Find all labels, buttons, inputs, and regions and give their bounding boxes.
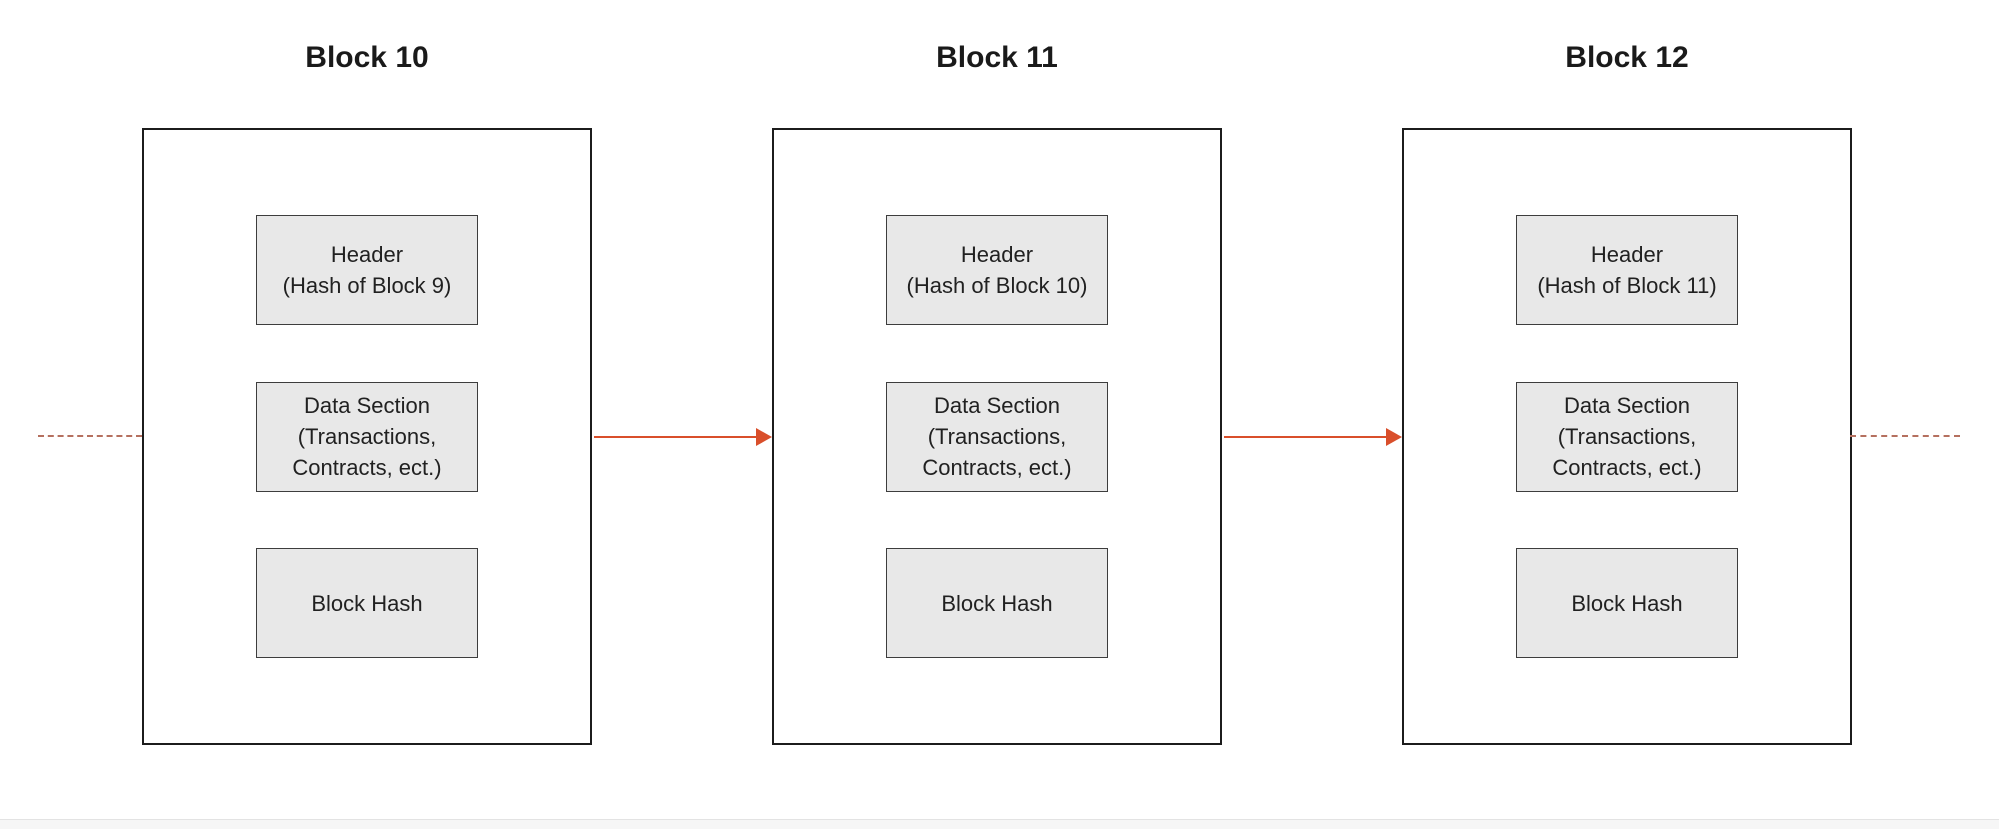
arrowhead-icon — [1386, 428, 1402, 446]
block-hash-box: Block Hash — [886, 548, 1108, 658]
arrowhead-icon — [756, 428, 772, 446]
box-line: Header — [1590, 242, 1664, 267]
block-group-12: Block 12 Header (Hash of Block 11) Data … — [1402, 0, 1852, 745]
block-hash-box: Block Hash — [1516, 548, 1738, 658]
box-line: (Hash of Block 11) — [1537, 273, 1717, 298]
box-line: Header — [960, 242, 1034, 267]
box-line: (Hash of Block 9) — [282, 273, 452, 298]
block-group-11: Block 11 Header (Hash of Block 10) Data … — [772, 0, 1222, 745]
box-line: Contracts, ect.) — [922, 455, 1072, 480]
dashed-chain-connector-left — [38, 435, 142, 437]
box-line: Block Hash — [941, 590, 1053, 616]
block-frame: Header (Hash of Block 10) Data Section (… — [772, 128, 1222, 745]
dashed-chain-connector-right — [1850, 435, 1960, 437]
box-line: Data Section — [304, 393, 430, 418]
bottom-page-divider — [0, 819, 1999, 829]
data-section-box: Data Section (Transactions, Contracts, e… — [256, 381, 478, 492]
arrow-line — [1224, 435, 1398, 438]
box-line: (Transactions, — [927, 424, 1067, 449]
chain-arrow-10-to-11 — [594, 427, 772, 447]
box-line: Contracts, ect.) — [1552, 455, 1702, 480]
box-line: Data Section — [1564, 393, 1690, 418]
box-line: (Transactions, — [1557, 424, 1697, 449]
block-frame: Header (Hash of Block 11) Data Section (… — [1402, 128, 1852, 745]
block-hash-box: Block Hash — [256, 548, 478, 658]
block-frame: Header (Hash of Block 9) Data Section (T… — [142, 128, 592, 745]
box-line: (Hash of Block 10) — [906, 273, 1088, 298]
header-box: Header (Hash of Block 10) — [886, 215, 1108, 325]
chain-arrow-11-to-12 — [1224, 427, 1402, 447]
box-line: Data Section — [934, 393, 1060, 418]
block-group-10: Block 10 Header (Hash of Block 9) Data S… — [142, 0, 592, 745]
block-title: Block 11 — [936, 41, 1058, 74]
block-title: Block 10 — [305, 41, 429, 74]
box-line: Block Hash — [311, 590, 423, 616]
box-line: Contracts, ect.) — [292, 455, 442, 480]
box-line: Header — [330, 242, 404, 267]
header-box: Header (Hash of Block 11) — [1516, 215, 1738, 325]
arrow-line — [594, 435, 768, 438]
box-line: (Transactions, — [297, 424, 437, 449]
data-section-box: Data Section (Transactions, Contracts, e… — [886, 381, 1108, 492]
block-title: Block 12 — [1565, 41, 1689, 74]
data-section-box: Data Section (Transactions, Contracts, e… — [1516, 381, 1738, 492]
header-box: Header (Hash of Block 9) — [256, 215, 478, 325]
box-line: Block Hash — [1571, 590, 1683, 616]
